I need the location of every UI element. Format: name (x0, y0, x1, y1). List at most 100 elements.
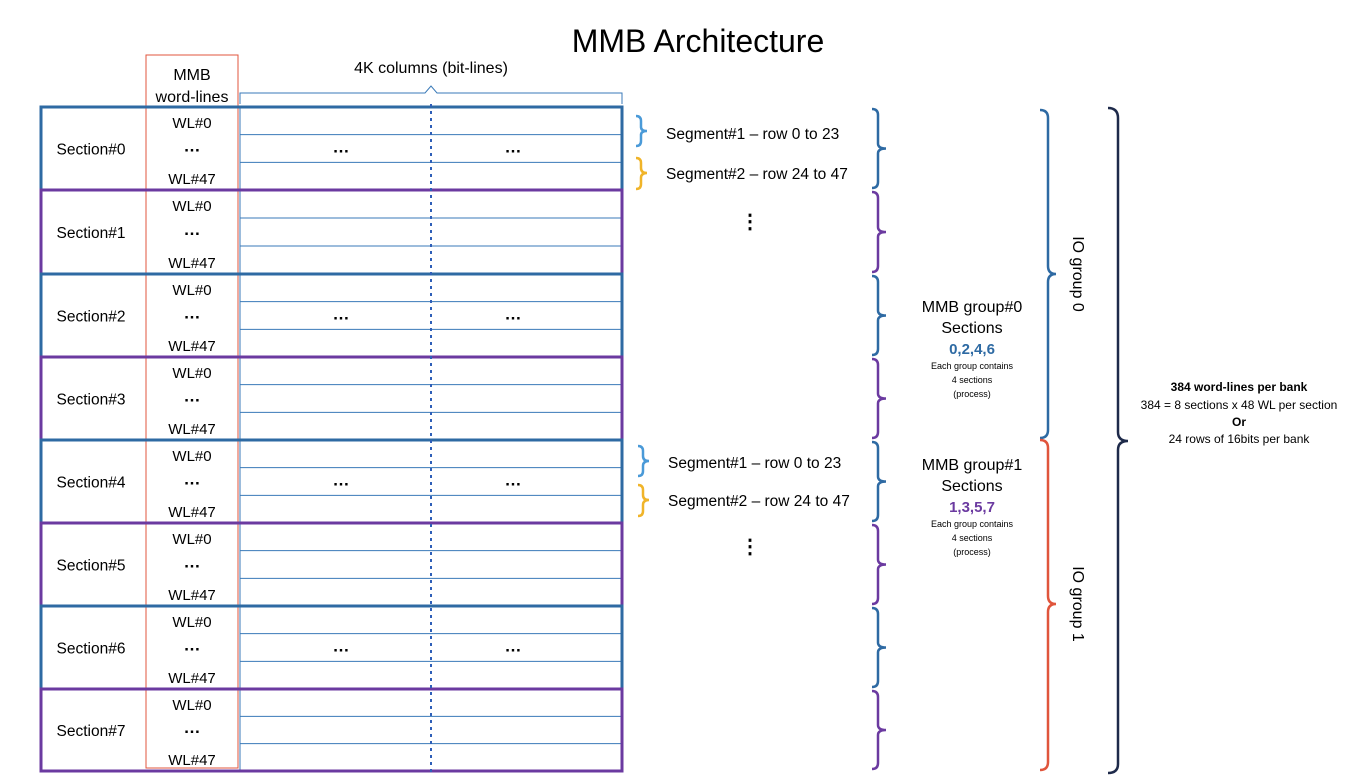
section-outline (39, 272, 624, 359)
io-group0-label: IO group 0 (1069, 236, 1086, 312)
wordline-ellipsis: … (184, 220, 201, 239)
wordline-ellipsis: … (184, 718, 201, 737)
segment1-bottom-brace (637, 444, 650, 478)
segment2-bottom-brace (637, 483, 650, 518)
columns-header: 4K columns (bit-lines) (354, 60, 508, 77)
wordline-last-label: WL#47 (168, 670, 216, 687)
group1-note-3: (process) (953, 547, 991, 557)
section-row: Section#1 WL#0 … WL#47 (39, 188, 624, 276)
bitline-ellipsis-left: … (333, 637, 350, 656)
wordline-first-label: WL#0 (172, 115, 211, 132)
group0-subtitle: Sections (941, 320, 1002, 337)
wordline-ellipsis: … (184, 387, 201, 406)
section-label: Section#4 (57, 475, 126, 492)
wordline-ellipsis: … (184, 553, 201, 572)
wordline-first-label: WL#0 (172, 697, 211, 714)
section-brace (871, 689, 887, 771)
section-label: Section#2 (57, 309, 126, 326)
bitline-ellipsis-right: … (505, 305, 522, 324)
section-brace (871, 107, 887, 190)
wordlines-header-line1: MMB (173, 67, 210, 84)
segment-ellipsis-bottom: ⋮ (740, 536, 760, 558)
bank-note-line4: 24 rows of 16bits per bank (1169, 432, 1311, 446)
segment2-top-label: Segment#2 – row 24 to 47 (666, 166, 848, 183)
bitline-ellipsis-left: … (333, 305, 350, 324)
wordline-last-label: WL#47 (168, 171, 216, 188)
segment1-top-label: Segment#1 – row 0 to 23 (666, 126, 839, 143)
bank-note-line3: Or (1232, 415, 1246, 429)
group1-sections: 1,3,5,7 (949, 499, 995, 516)
section-brace (871, 357, 887, 440)
group1-subtitle: Sections (941, 478, 1002, 495)
section-row: Section#7 WL#0 … WL#47 (39, 687, 624, 773)
section-label: Section#6 (57, 641, 126, 658)
section-outline (39, 521, 624, 608)
wordline-first-label: WL#0 (172, 282, 211, 299)
segment1-top-brace (635, 114, 648, 148)
bank-note-line1: 384 word-lines per bank (1171, 380, 1308, 394)
wordline-ellipsis: … (184, 137, 201, 156)
section-row: Section#6 WL#0 … WL#47 … … (39, 604, 624, 691)
group0-sections: 0,2,4,6 (949, 341, 995, 358)
section-row: Section#4 WL#0 … WL#47 … … (39, 438, 624, 525)
section-outline (39, 687, 624, 773)
diagram-title: MMB Architecture (572, 23, 825, 59)
wordline-last-label: WL#47 (168, 255, 216, 272)
group0-note-2: 4 sections (952, 375, 993, 385)
wordline-first-label: WL#0 (172, 531, 211, 548)
io-group1-label: IO group 1 (1069, 566, 1086, 642)
section-row: Section#0WL#0…WL#47…… (39, 105, 624, 192)
section-label: Section#7 (57, 723, 126, 740)
io-group1-brace (1039, 438, 1057, 772)
section-outline (39, 438, 624, 525)
group1-note-1: Each group contains (931, 519, 1014, 529)
bitline-ellipsis-right: … (505, 471, 522, 490)
segment1-bottom-label: Segment#1 – row 0 to 23 (668, 455, 841, 472)
wordlines-header-line2: word-lines (155, 89, 229, 106)
wordline-ellipsis: … (184, 636, 201, 655)
section-label: Section#1 (57, 225, 126, 242)
section-outline (39, 355, 624, 442)
wordline-last-label: WL#47 (168, 587, 216, 604)
wordline-first-label: WL#0 (172, 365, 211, 382)
bitline-ellipsis-right: … (505, 138, 522, 157)
group0-title: MMB group#0 (922, 299, 1023, 316)
segment2-bottom-label: Segment#2 – row 24 to 47 (668, 493, 850, 510)
group1-note-2: 4 sections (952, 533, 993, 543)
segment-ellipsis-top: ⋮ (740, 211, 760, 233)
sections-grid: Section#0WL#0…WL#47……Section#1WL#0…WL#47… (39, 105, 624, 773)
wordline-last-label: WL#47 (168, 752, 216, 769)
section-brace (871, 190, 887, 274)
group0-note-3: (process) (953, 389, 991, 399)
section-brace (871, 523, 887, 606)
section-outline (39, 188, 624, 276)
columns-bracket (239, 85, 623, 104)
section-brace (871, 274, 887, 357)
section-outline (39, 105, 624, 192)
bitline-ellipsis-right: … (505, 637, 522, 656)
group0-note-1: Each group contains (931, 361, 1014, 371)
section-label: Section#5 (57, 558, 126, 575)
io-group0-brace (1039, 108, 1057, 440)
bank-brace (1107, 106, 1129, 775)
bitline-ellipsis-left: … (333, 138, 350, 157)
section-row: Section#5 WL#0 … WL#47 (39, 521, 624, 608)
wordlines-column-box (145, 54, 239, 769)
bitline-ellipsis-left: … (333, 471, 350, 490)
wordline-last-label: WL#47 (168, 421, 216, 438)
segment2-top-brace (635, 156, 648, 191)
section-row: Section#3 WL#0 … WL#47 (39, 355, 624, 442)
section-brace (871, 606, 887, 689)
section-label: Section#3 (57, 392, 126, 409)
wordline-first-label: WL#0 (172, 198, 211, 215)
wordline-first-label: WL#0 (172, 448, 211, 465)
wordline-last-label: WL#47 (168, 504, 216, 521)
bank-note-line2: 384 = 8 sections x 48 WL per section (1141, 398, 1338, 412)
section-brace (871, 440, 887, 523)
wordline-last-label: WL#47 (168, 338, 216, 355)
wordline-first-label: WL#0 (172, 614, 211, 631)
section-outline (39, 604, 624, 691)
wordline-ellipsis: … (184, 470, 201, 489)
section-braces (871, 107, 887, 771)
